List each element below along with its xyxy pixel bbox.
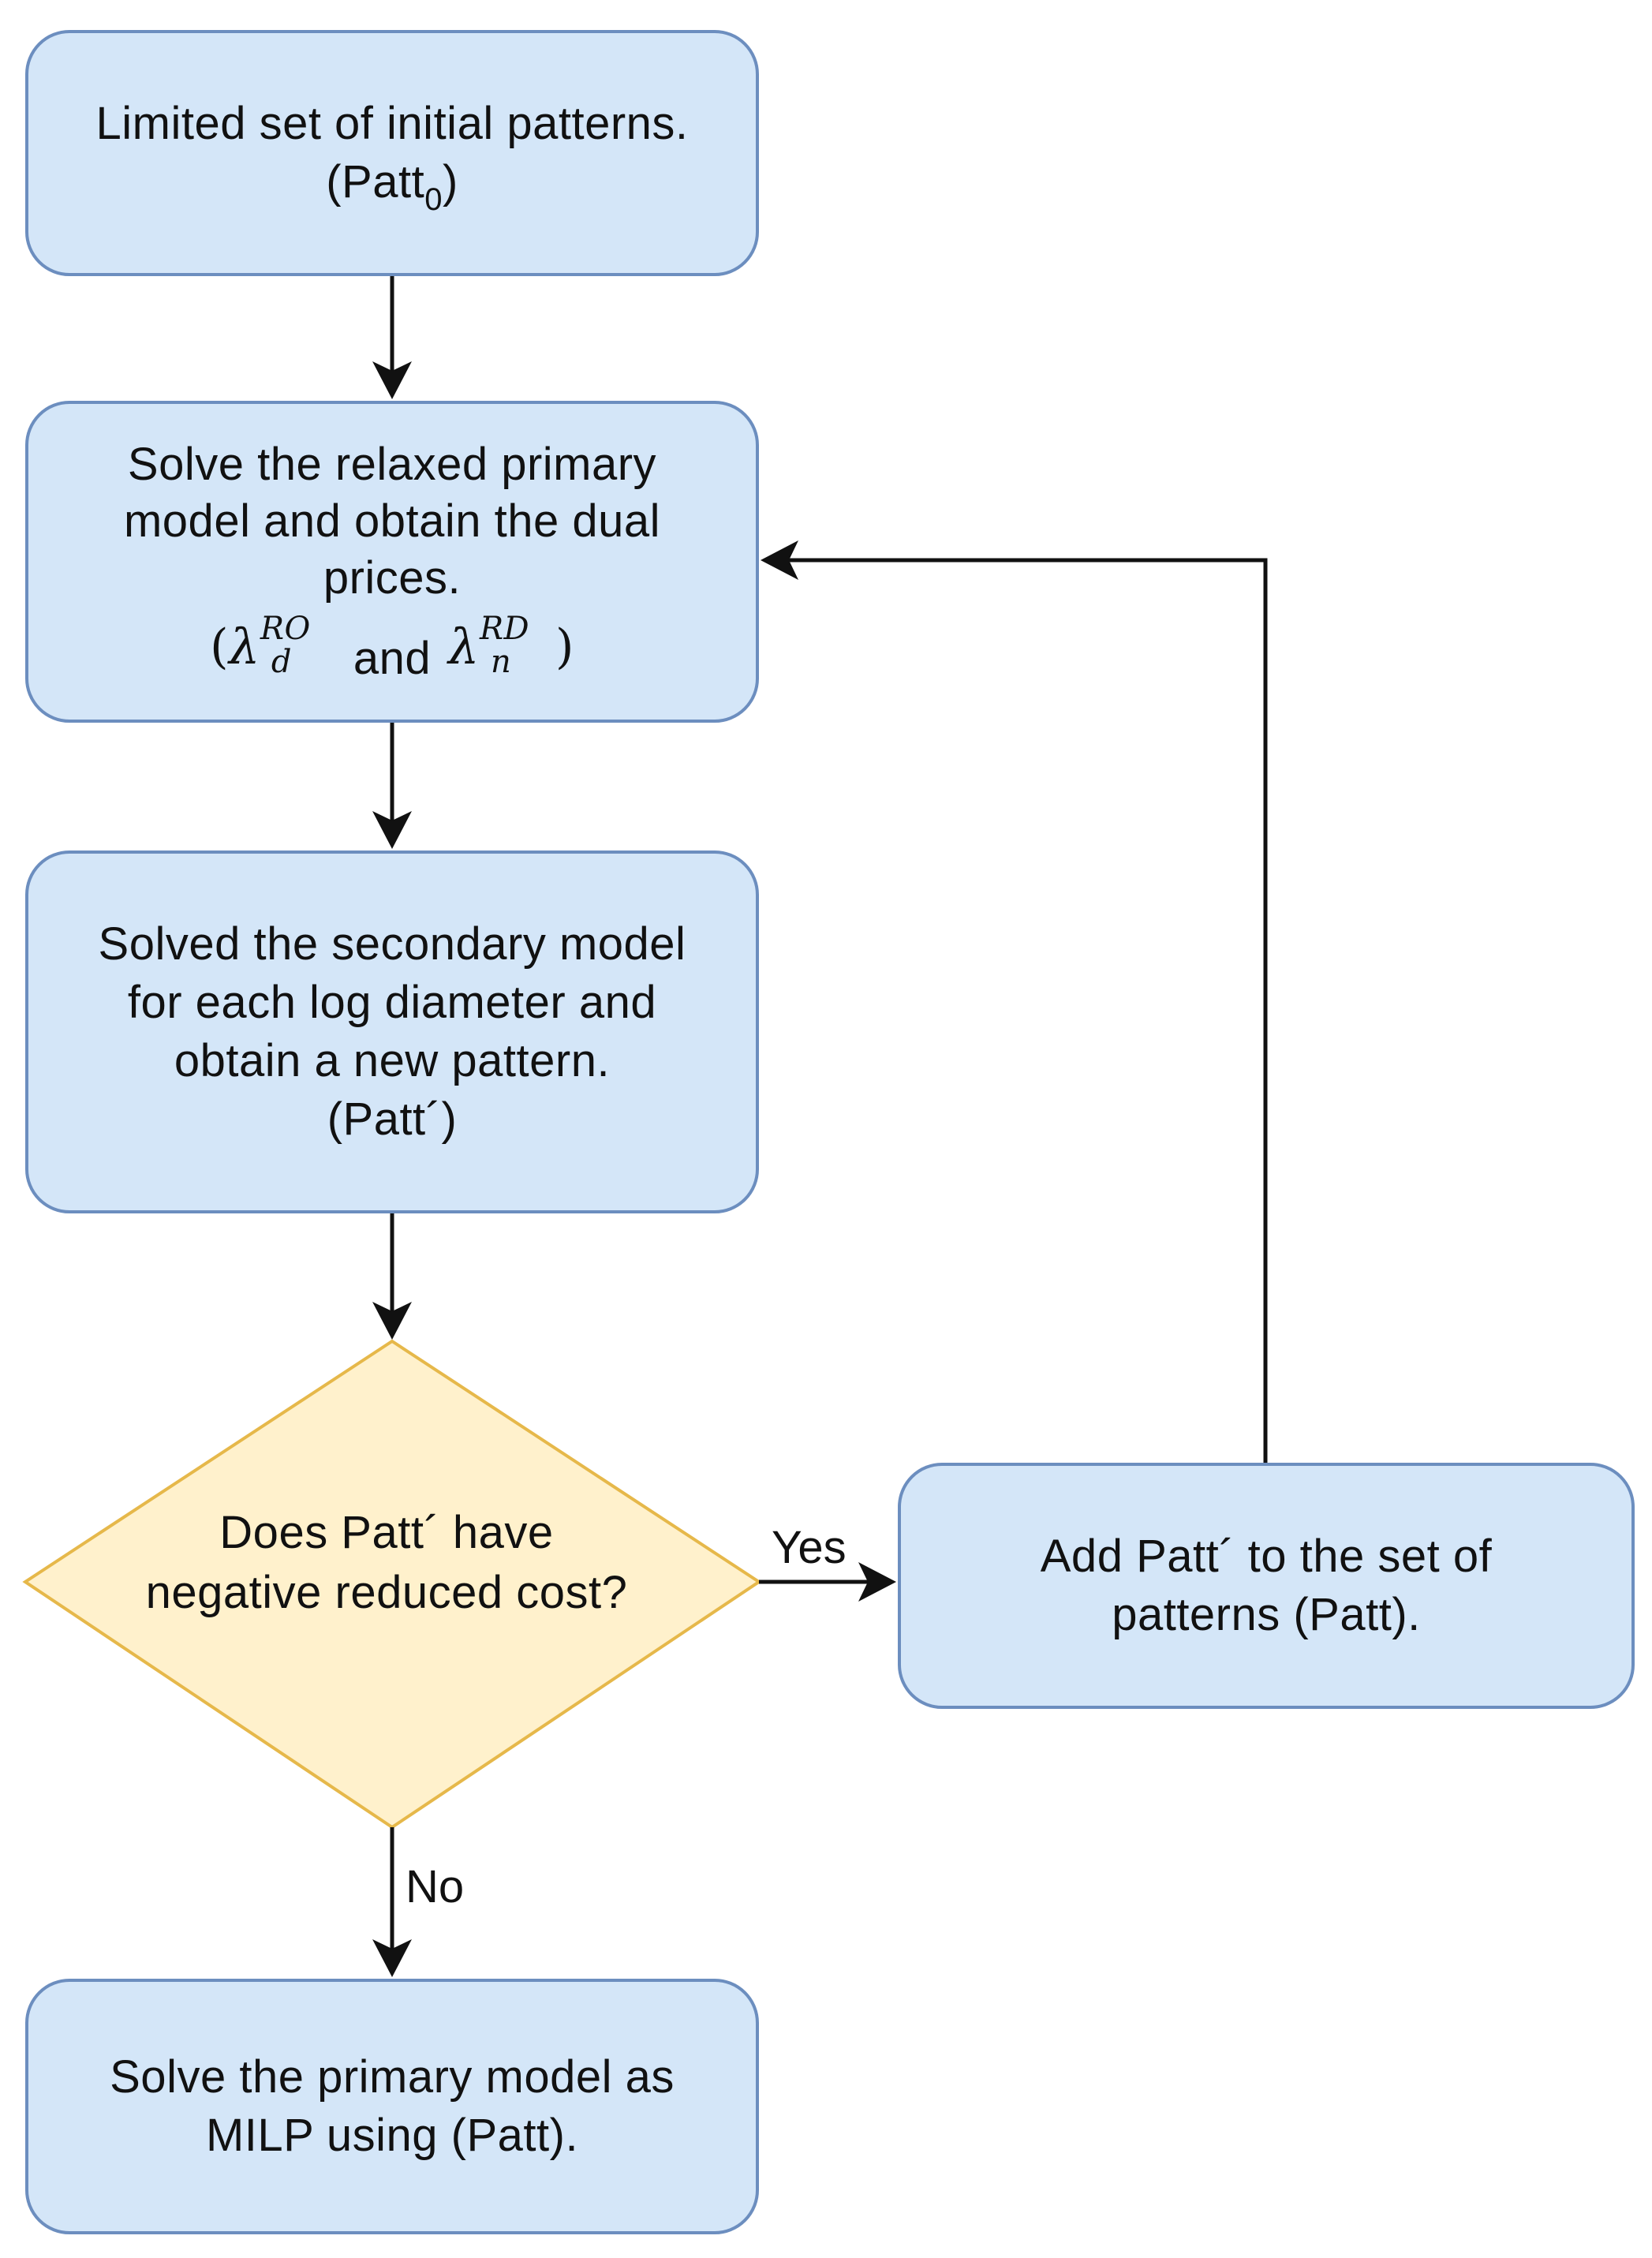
node-relaxed-line3: prices.	[323, 552, 462, 604]
arrowhead-final-top	[372, 1939, 412, 1977]
node-milp-line1: Solve the primary model as	[110, 2051, 675, 2103]
node-relaxed-line2: model and obtain the dual	[123, 495, 660, 547]
formula-and: and	[353, 633, 432, 684]
node-secondary-line2: for each log diameter and	[127, 977, 657, 1028]
arrowhead-relax-right	[761, 540, 798, 580]
arrowhead-decision-top	[372, 1302, 412, 1340]
patt-close: )	[442, 156, 458, 207]
patt-subscript: 0	[424, 182, 443, 217]
dual-prices-formula: ( λ RO d and λ RD n )	[210, 607, 574, 687]
node-secondary-line4: (Patt´)	[327, 1093, 458, 1145]
lambda-rd-superscript: RD	[479, 611, 530, 647]
arrowhead-relax-top	[372, 361, 412, 399]
node-secondary-model: Solved the secondary model for each log …	[25, 850, 759, 1213]
node-solve-milp: Solve the primary model as MILP using (P…	[25, 1979, 759, 2234]
node-add-line1: Add Patt´ to the set of	[1040, 1531, 1493, 1582]
lambda-rd-subscript: n	[490, 644, 512, 680]
node-milp-line2: MILP using (Patt).	[205, 2110, 579, 2161]
node-secondary-line3: obtain a new pattern.	[174, 1035, 611, 1086]
decision-line1: Does Patt´ have	[219, 1507, 554, 1558]
node-secondary-line1: Solved the secondary model	[98, 918, 686, 970]
formula-close-paren: )	[555, 619, 574, 675]
node-initial-patterns-line2: (Patt0)	[326, 153, 458, 215]
arrowhead-secondary-top	[372, 811, 412, 849]
node-initial-patterns-line1: Limited set of initial patterns.	[95, 98, 689, 149]
arrowhead-add-left	[858, 1562, 896, 1602]
patt-text: (Patt	[326, 156, 425, 207]
decision-text: Does Patt´ have negative reduced cost?	[95, 1503, 678, 1623]
formula-open-paren: (	[210, 619, 230, 675]
edge-label-no: No	[406, 1861, 465, 1912]
node-add-pattern: Add Patt´ to the set of patterns (Patt).	[898, 1463, 1635, 1709]
lambda-ro: λ	[229, 618, 260, 675]
lambda-rd-indices: RD n	[480, 613, 555, 680]
node-initial-patterns: Limited set of initial patterns. (Patt0)	[25, 30, 759, 276]
lambda-rd: λ	[448, 618, 480, 675]
edge-label-yes: Yes	[772, 1522, 847, 1573]
lambda-ro-superscript: RO	[260, 611, 311, 647]
node-relaxed-primary: Solve the relaxed primary model and obta…	[25, 401, 759, 723]
lambda-ro-subscript: d	[271, 644, 292, 680]
lambda-ro-indices: RO d	[260, 613, 336, 680]
arrow-add-to-relax	[789, 558, 1268, 1463]
node-add-line2: patterns (Patt).	[1112, 1589, 1421, 1640]
decision-line2: negative reduced cost?	[145, 1567, 628, 1618]
node-relaxed-line1: Solve the relaxed primary	[127, 439, 657, 490]
